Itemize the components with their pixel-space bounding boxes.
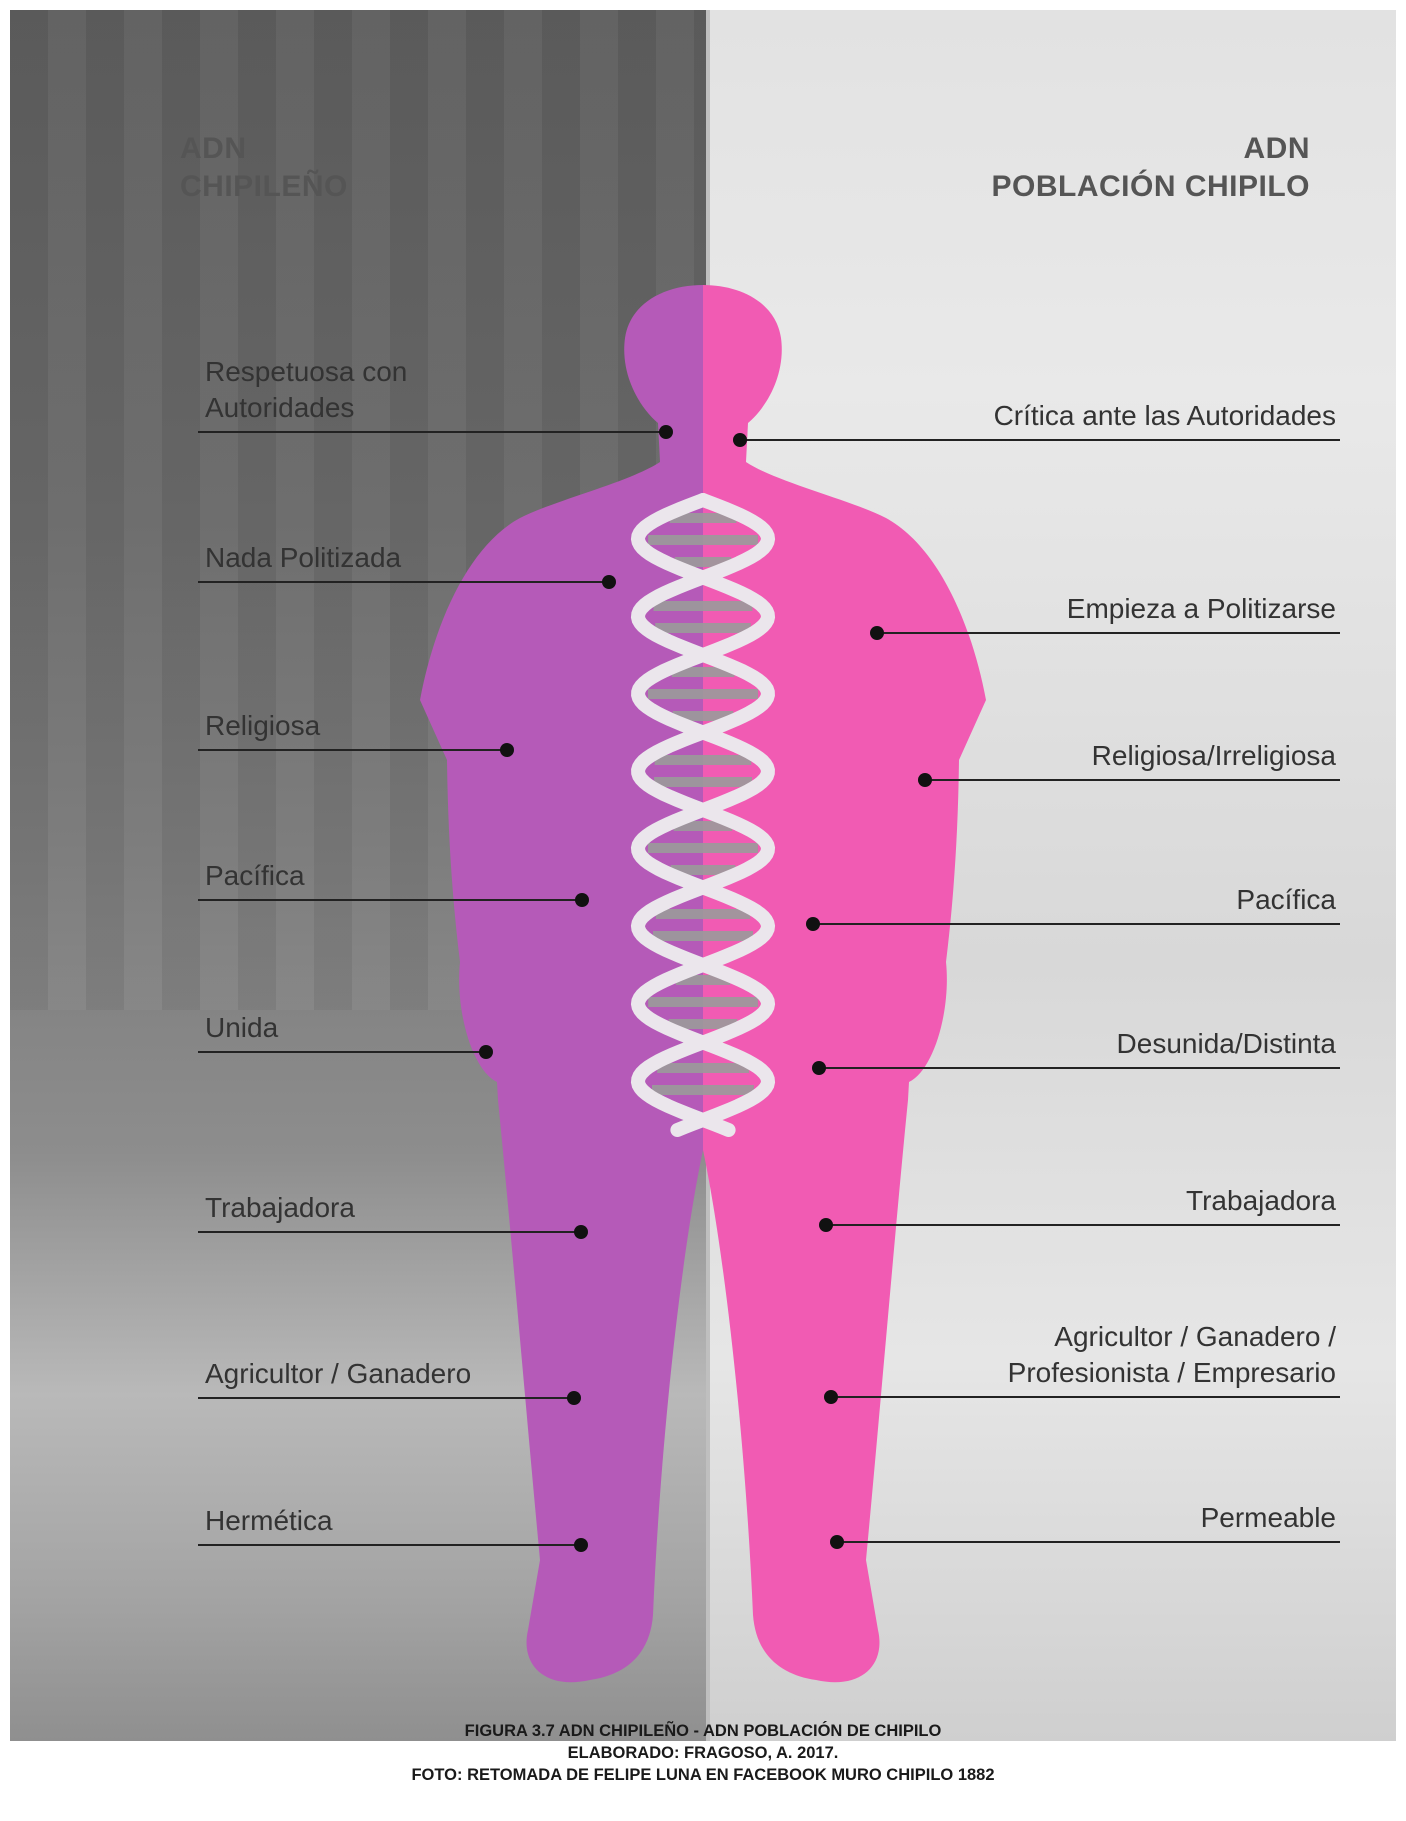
trait-label-right: Desunida/Distinta [1117,1026,1336,1062]
trait-label-line: Unida [205,1010,278,1046]
heading-adn-poblacion-chipilo: ADN POBLACIÓN CHIPILO [991,130,1310,206]
trait-label-line: Profesionista / Empresario [1008,1355,1336,1391]
trait-label-line: Pacífica [1236,882,1336,918]
center-divider [706,10,710,1741]
caption-line-2: ELABORADO: FRAGOSO, A. 2017. [0,1742,1406,1764]
trait-label-left: Unida [205,1010,278,1046]
trait-label-line: Desunida/Distinta [1117,1026,1336,1062]
heading-left-line1: ADN [180,130,348,168]
trait-label-line: Trabajadora [205,1190,355,1226]
trait-label-left: Religiosa [205,708,320,744]
trait-label-right: Crítica ante las Autoridades [994,398,1336,434]
trait-label-line: Autoridades [205,390,407,426]
trait-label-right: Agricultor / Ganadero /Profesionista / E… [1008,1319,1336,1391]
trait-label-left: Trabajadora [205,1190,355,1226]
trait-label-line: Respetuosa con [205,354,407,390]
trait-label-line: Religiosa/Irreligiosa [1092,738,1336,774]
trait-label-left: Respetuosa conAutoridades [205,354,407,426]
trait-label-line: Pacífica [205,858,305,894]
trait-label-left: Hermética [205,1503,333,1539]
trait-label-right: Trabajadora [1186,1183,1336,1219]
trait-label-right: Pacífica [1236,882,1336,918]
trait-label-line: Nada Politizada [205,540,401,576]
trait-label-left: Nada Politizada [205,540,401,576]
trait-label-line: Agricultor / Ganadero / [1008,1319,1336,1355]
trait-label-line: Crítica ante las Autoridades [994,398,1336,434]
background-stall-texture [10,10,708,1010]
background-photo-right [708,10,1396,1741]
caption-line-3: FOTO: RETOMADA DE FELIPE LUNA EN FACEBOO… [0,1764,1406,1786]
trait-label-left: Agricultor / Ganadero [205,1356,471,1392]
trait-label-line: Hermética [205,1503,333,1539]
caption-line-1: FIGURA 3.7 ADN CHIPILEÑO - ADN POBLACIÓN… [0,1720,1406,1742]
heading-right-line2: POBLACIÓN CHIPILO [991,168,1310,206]
trait-label-right: Empieza a Politizarse [1067,591,1336,627]
trait-label-left: Pacífica [205,858,305,894]
trait-label-line: Trabajadora [1186,1183,1336,1219]
trait-label-line: Permeable [1201,1500,1336,1536]
trait-label-right: Permeable [1201,1500,1336,1536]
figure-caption: FIGURA 3.7 ADN CHIPILEÑO - ADN POBLACIÓN… [0,1720,1406,1786]
trait-label-right: Religiosa/Irreligiosa [1092,738,1336,774]
heading-left-line2: CHIPILEÑO [180,168,348,206]
trait-label-line: Agricultor / Ganadero [205,1356,471,1392]
heading-adn-chipileno: ADN CHIPILEÑO [180,130,348,206]
trait-label-line: Empieza a Politizarse [1067,591,1336,627]
trait-label-line: Religiosa [205,708,320,744]
heading-right-line1: ADN [991,130,1310,168]
